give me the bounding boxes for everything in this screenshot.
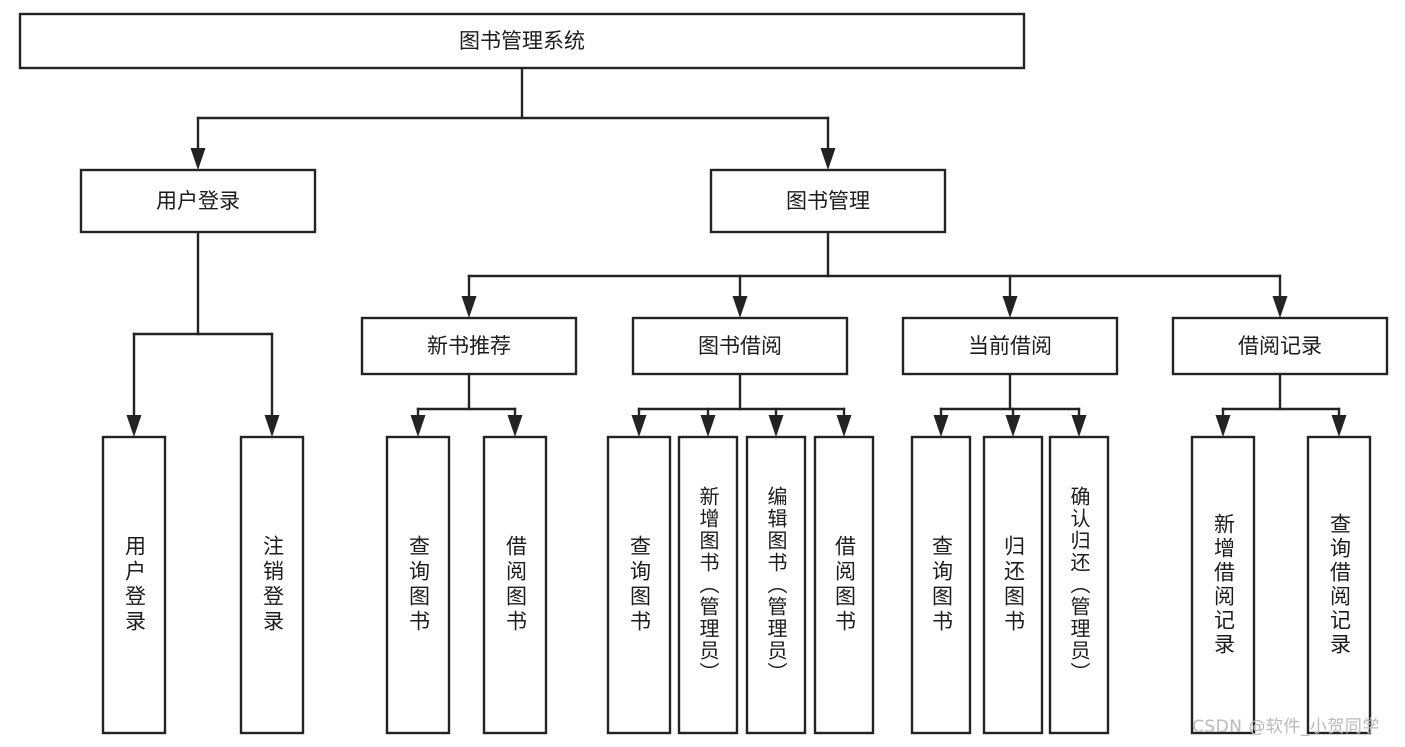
- arrow-book-borrow: [732, 296, 748, 318]
- arrow-leaf-4: [507, 415, 523, 437]
- arrow-leaf-8: [836, 415, 852, 437]
- node-label-book-borrow: 图书借阅: [698, 334, 782, 358]
- node-box-add-book-admin[interactable]: [677, 435, 739, 735]
- node-label-current-borrow: 当前借阅: [968, 334, 1052, 358]
- arrow-leaf-11: [1071, 415, 1087, 437]
- node-label-user-login: 用户登录: [156, 189, 240, 213]
- node-box-query-book-borrow[interactable]: [606, 435, 672, 735]
- node-box-borrow-book-rec[interactable]: [482, 435, 548, 735]
- node-box-new-book-recommend[interactable]: [360, 316, 578, 376]
- arrow-leaf-6: [700, 415, 716, 437]
- node-box-query-borrow-record[interactable]: [1306, 435, 1372, 735]
- node-label-borrow-record: 借阅记录: [1238, 334, 1322, 358]
- node-box-user-logout-leaf[interactable]: [239, 435, 305, 735]
- node-box-query-book-current[interactable]: [910, 435, 972, 735]
- node-box-edit-book-admin[interactable]: [745, 435, 807, 735]
- arrowhead-layer: [126, 148, 1347, 437]
- node-box-current-borrow[interactable]: [901, 316, 1119, 376]
- node-box-user-login-leaf[interactable]: [101, 435, 167, 735]
- arrow-leaf-10: [1005, 415, 1021, 437]
- arrow-book-mgmt: [820, 148, 836, 170]
- arrow-current-borrow: [1002, 296, 1018, 318]
- arrow-leaf-13: [1331, 415, 1347, 437]
- node-box-book-management[interactable]: [709, 168, 947, 234]
- node-box-add-borrow-record[interactable]: [1190, 435, 1256, 735]
- arrow-borrow-record: [1272, 296, 1288, 318]
- csdn-watermark: CSDN @软件_小贺同学: [1192, 717, 1380, 737]
- arrow-leaf-5: [631, 415, 647, 437]
- node-box-borrow-book-act[interactable]: [813, 435, 875, 735]
- connector-layer: [132, 66, 1341, 417]
- arrow-leaf-7: [768, 415, 784, 437]
- node-label-book-management: 图书管理: [786, 189, 870, 213]
- node-box-return-book[interactable]: [982, 435, 1044, 735]
- arrow-new-book-rec: [461, 296, 477, 318]
- node-label-root: 图书管理系统: [459, 29, 585, 53]
- node-box-confirm-return-admin[interactable]: [1048, 435, 1110, 735]
- node-box-user-login[interactable]: [79, 168, 317, 234]
- node-box-book-borrow[interactable]: [631, 316, 849, 376]
- node-label-new-book-recommend: 新书推荐: [427, 334, 511, 358]
- node-box-layer: [18, 12, 1389, 735]
- arrow-leaf-12: [1215, 415, 1231, 437]
- arrow-leaf-1: [126, 415, 142, 437]
- arrow-leaf-3: [410, 415, 426, 437]
- node-box-borrow-record[interactable]: [1171, 316, 1389, 376]
- arrow-leaf-2: [264, 415, 280, 437]
- node-box-query-book-rec[interactable]: [385, 435, 451, 735]
- arrow-user-login: [190, 148, 206, 170]
- arrow-leaf-9: [933, 415, 949, 437]
- node-box-root[interactable]: [18, 12, 1026, 70]
